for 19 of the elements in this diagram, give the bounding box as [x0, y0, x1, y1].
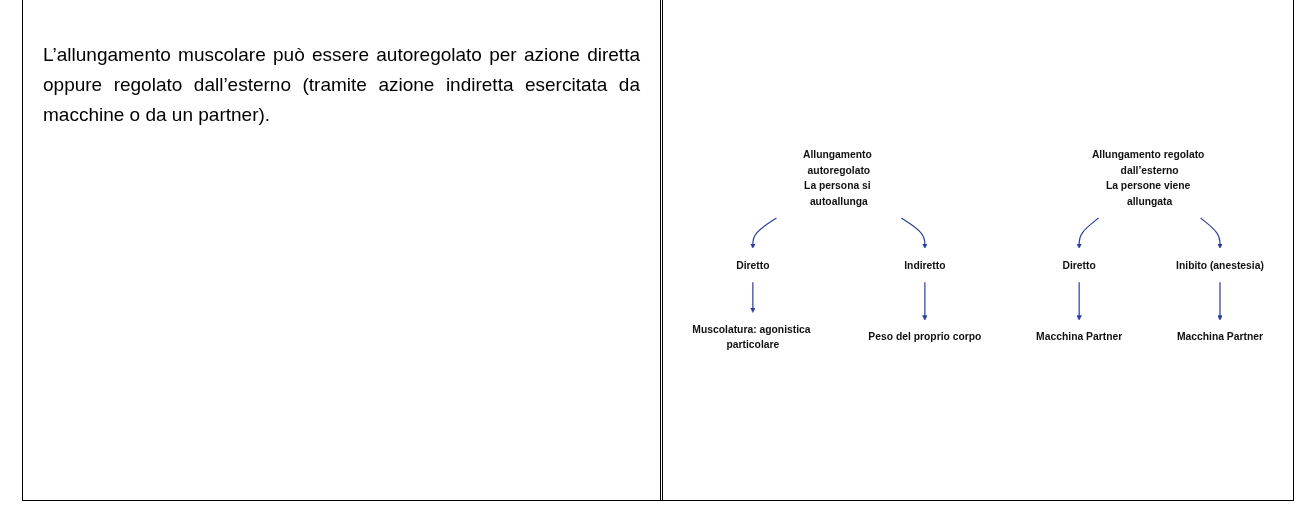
arrow — [750, 217, 778, 249]
node-text: Muscolatura: agonistica particolare — [692, 323, 811, 351]
arrow — [922, 281, 928, 321]
node-text: Diretto — [1062, 259, 1096, 272]
node-text: Macchina Partner — [1036, 331, 1123, 343]
arrow — [1076, 281, 1082, 321]
node-text: Peso del proprio corpo — [868, 331, 982, 343]
node-text: Indiretto — [904, 259, 946, 272]
arrow — [1217, 281, 1223, 321]
arrow — [1200, 217, 1223, 249]
node-text: Macchina Partner — [1176, 331, 1264, 343]
node-text: Allungamento autoregolato La persona si autoallunga — [802, 148, 872, 208]
node-text: Allungamento regolato dall’esterno La persone viene allungata — [1091, 148, 1205, 208]
arrow — [750, 281, 756, 313]
description-paragraph: L’allungamento muscolare può essere autoregolato per azione diretta oppure regolato dall’esterno (tramite azione indiretta esercitata da macchine o da un partner). — [43, 43, 640, 127]
node-text: Inibito (anestesia) — [1176, 259, 1264, 272]
node-text: Diretto — [736, 259, 770, 272]
arrow — [1076, 217, 1100, 249]
arrow — [900, 217, 928, 249]
